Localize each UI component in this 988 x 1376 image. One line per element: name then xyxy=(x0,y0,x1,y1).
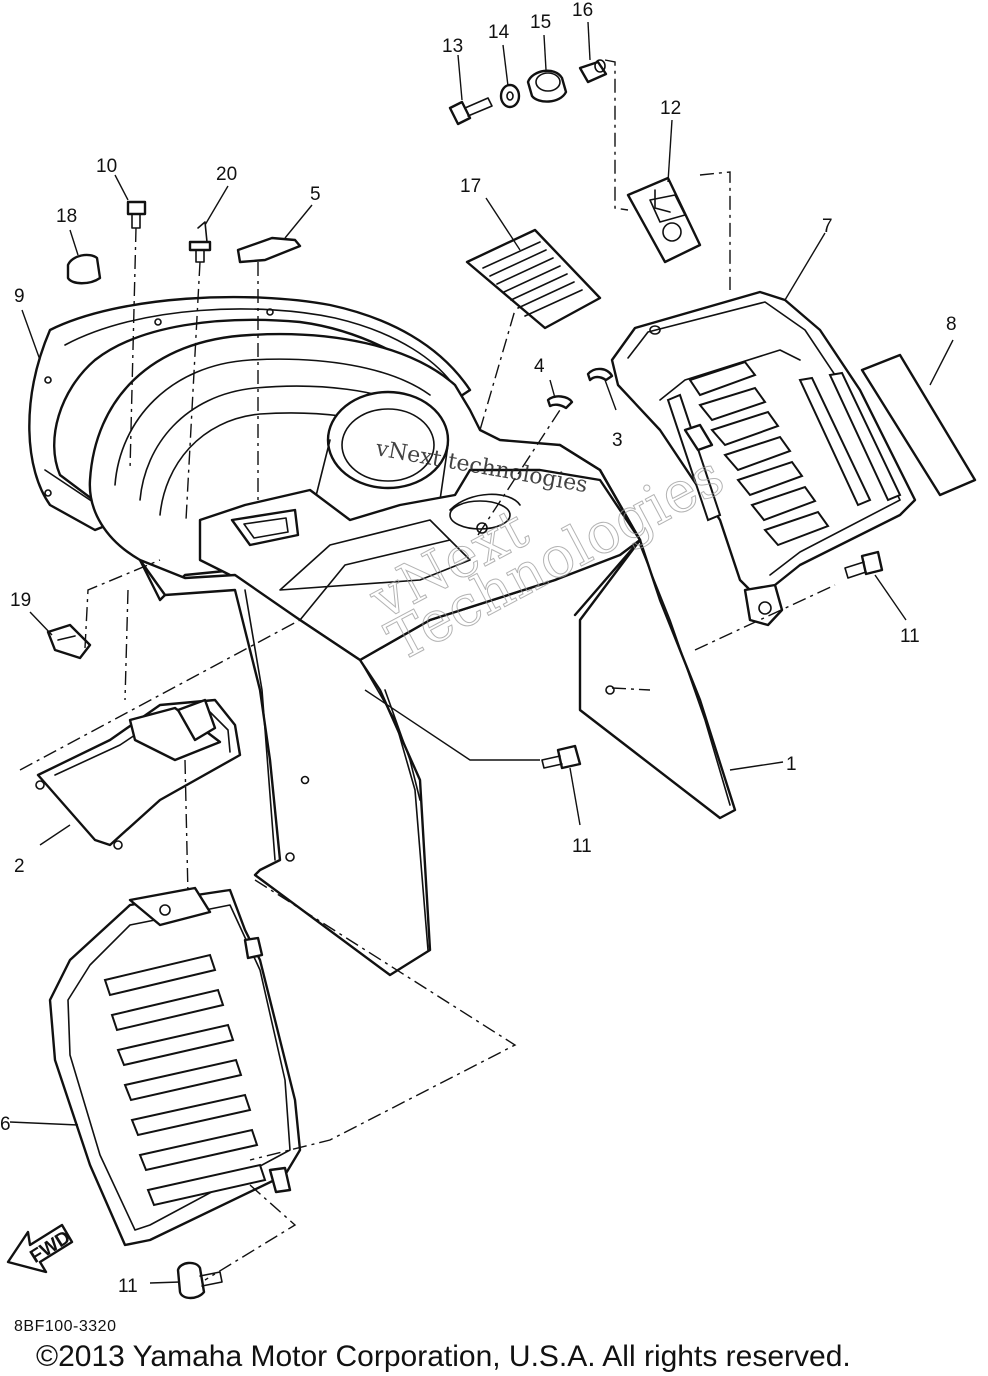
part-13-bolt xyxy=(448,97,493,126)
part-2-inner-tray xyxy=(35,698,242,850)
callout-19: 19 xyxy=(10,590,31,611)
part-12-bracket xyxy=(626,176,702,264)
part-14-washer xyxy=(499,83,521,109)
part-20-rivet xyxy=(188,221,212,263)
callout-18: 18 xyxy=(56,206,77,227)
part-11-bolt-center xyxy=(541,744,582,770)
callout-11-center: 11 xyxy=(572,836,592,857)
part-10-screw xyxy=(126,200,147,229)
part-4-cap xyxy=(546,395,574,410)
callout-14: 14 xyxy=(488,22,510,43)
callout-11-bottom: 11 xyxy=(118,1276,138,1297)
fwd-arrow: FWD xyxy=(6,1223,74,1274)
part-6-louvers xyxy=(103,953,267,1207)
callouts: 1 2 3 4 5 6 7 8 9 10 11 11 11 12 13 14 1… xyxy=(0,0,957,1297)
part-11-bolt-right xyxy=(844,550,884,579)
part-15-grommet xyxy=(526,69,568,103)
callout-10: 10 xyxy=(96,156,117,177)
callout-15: 15 xyxy=(530,12,551,33)
part-5-small-cover xyxy=(236,236,302,264)
leader-lines xyxy=(9,21,954,1284)
part-19-clip xyxy=(46,623,92,660)
part-3-cap xyxy=(586,367,614,382)
part-9-rear-shroud xyxy=(28,295,472,532)
part-8-strip xyxy=(860,353,977,497)
part-16-collar xyxy=(578,59,608,84)
callout-5: 5 xyxy=(310,184,321,205)
callout-20: 20 xyxy=(216,164,237,185)
callout-2: 2 xyxy=(14,856,25,877)
diagram-code: 8BF100-3320 xyxy=(14,1318,117,1335)
assembly-lines xyxy=(19,59,836,1281)
part-18-pad xyxy=(66,253,102,285)
part-11-bolt-bottom xyxy=(176,1261,223,1300)
part-6-left-louvered-panel xyxy=(48,886,302,1247)
callout-1: 1 xyxy=(786,754,797,775)
callout-6: 6 xyxy=(0,1114,11,1135)
callout-17: 17 xyxy=(460,176,481,197)
callout-9: 9 xyxy=(14,286,25,307)
callout-13: 13 xyxy=(442,36,463,57)
callout-12: 12 xyxy=(660,98,681,119)
callout-3: 3 xyxy=(612,430,623,451)
part-7-louvers xyxy=(666,360,902,547)
callout-4: 4 xyxy=(534,356,545,377)
copyright-notice: ©2013 Yamaha Motor Corporation, U.S.A. A… xyxy=(36,1340,851,1373)
callout-16: 16 xyxy=(572,0,593,21)
part-17-label xyxy=(465,228,602,330)
callout-8: 8 xyxy=(946,314,957,335)
callout-7: 7 xyxy=(822,216,833,237)
callout-11-right: 11 xyxy=(900,626,920,647)
part-7-right-louvered-panel xyxy=(610,290,917,627)
